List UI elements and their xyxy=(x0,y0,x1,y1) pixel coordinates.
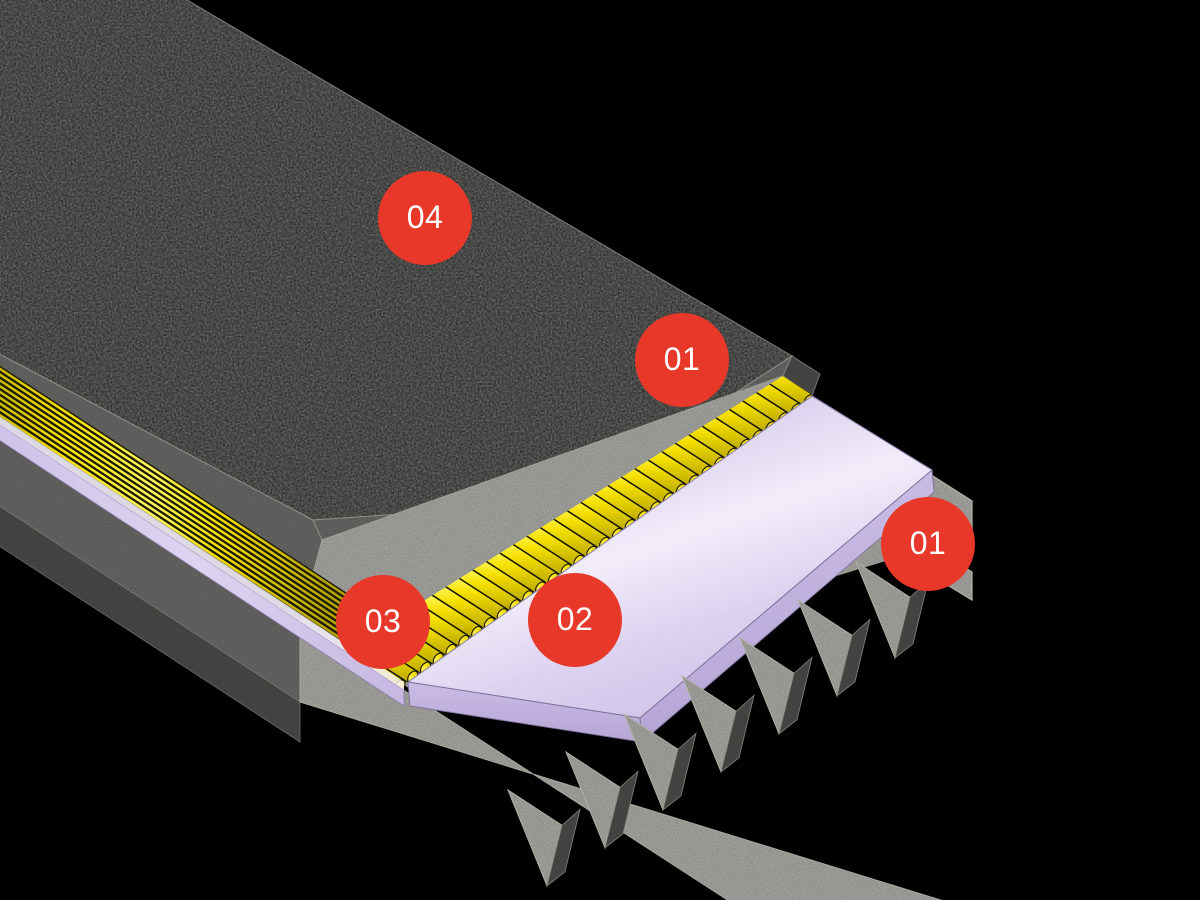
belt-teeth-group xyxy=(506,560,929,888)
callout-03-tensile-cords[interactable]: 03 xyxy=(336,575,430,669)
tensile-cord-stripe xyxy=(0,381,428,678)
callout-04-fabric-cover[interactable]: 04 xyxy=(378,171,472,265)
tensile-cord-end xyxy=(816,385,828,399)
callout-label: 03 xyxy=(364,603,402,639)
tensile-cord-stripe xyxy=(0,399,428,695)
tensile-cord-stripe xyxy=(0,404,428,700)
tensile-cord-stripe xyxy=(0,358,428,655)
belt-tooth-side xyxy=(604,770,639,849)
tensile-cord-stripe xyxy=(0,387,428,684)
belt-tooth-side xyxy=(546,808,581,887)
belt-left-underside xyxy=(0,506,301,743)
callout-label: 01 xyxy=(909,525,947,561)
callout-label: 01 xyxy=(663,341,701,377)
belt-tooth-side xyxy=(662,732,697,811)
belt-tooth-side xyxy=(720,694,755,773)
tensile-cord-stripe xyxy=(0,370,428,666)
tensile-cord-stripe xyxy=(0,364,428,661)
callout-01-rubber-body[interactable]: 01 xyxy=(635,313,729,407)
callout-02-film-layer[interactable]: 02 xyxy=(528,573,622,667)
tensile-cord-stripe xyxy=(0,393,428,689)
callout-01-toothed-base[interactable]: 01 xyxy=(881,497,975,591)
belt-tooth-side xyxy=(778,656,813,735)
callout-label: 02 xyxy=(556,601,594,637)
callout-label: 04 xyxy=(406,199,444,235)
lavender-highlight-line xyxy=(0,416,404,690)
belt-tooth-side xyxy=(836,618,871,697)
toothed-base-front-face xyxy=(299,622,943,900)
tensile-cord-stripe xyxy=(0,376,428,672)
left-edge-cord-stripes xyxy=(0,358,428,700)
